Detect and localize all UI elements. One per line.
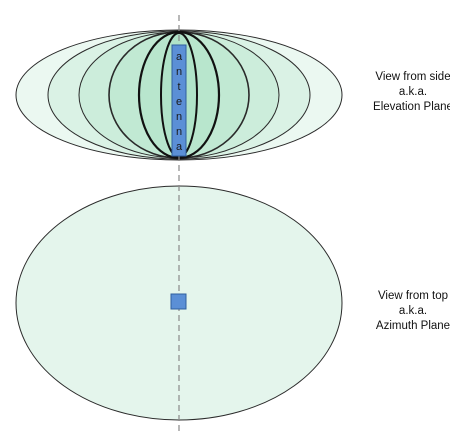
antenna-label: a n t e n n a bbox=[176, 51, 183, 153]
elevation-plane-label: View from side a.k.a. Elevation Plane bbox=[343, 70, 450, 115]
antenna-letter: e bbox=[176, 96, 182, 108]
elevation-label-line: View from side bbox=[375, 71, 450, 83]
elevation-label-line: a.k.a. bbox=[398, 86, 428, 98]
elevation-label-line: Elevation Plane bbox=[373, 101, 450, 113]
antenna-letter: t bbox=[177, 81, 180, 93]
antenna-letter: a bbox=[176, 141, 183, 153]
antenna-letter: a bbox=[176, 51, 183, 63]
azimuth-label-line: View from top bbox=[377, 290, 449, 302]
antenna-letter: n bbox=[176, 111, 182, 123]
azimuth-label-line: a.k.a. bbox=[398, 305, 428, 317]
antenna-bar bbox=[171, 44, 187, 157]
antenna-letter: n bbox=[176, 66, 182, 78]
antenna-letter: n bbox=[176, 126, 182, 138]
antenna-top-view-marker bbox=[170, 293, 187, 310]
azimuth-plane-label: View from top a.k.a. Azimuth Plane bbox=[343, 289, 450, 334]
azimuth-label-line: Azimuth Plane bbox=[375, 320, 450, 332]
